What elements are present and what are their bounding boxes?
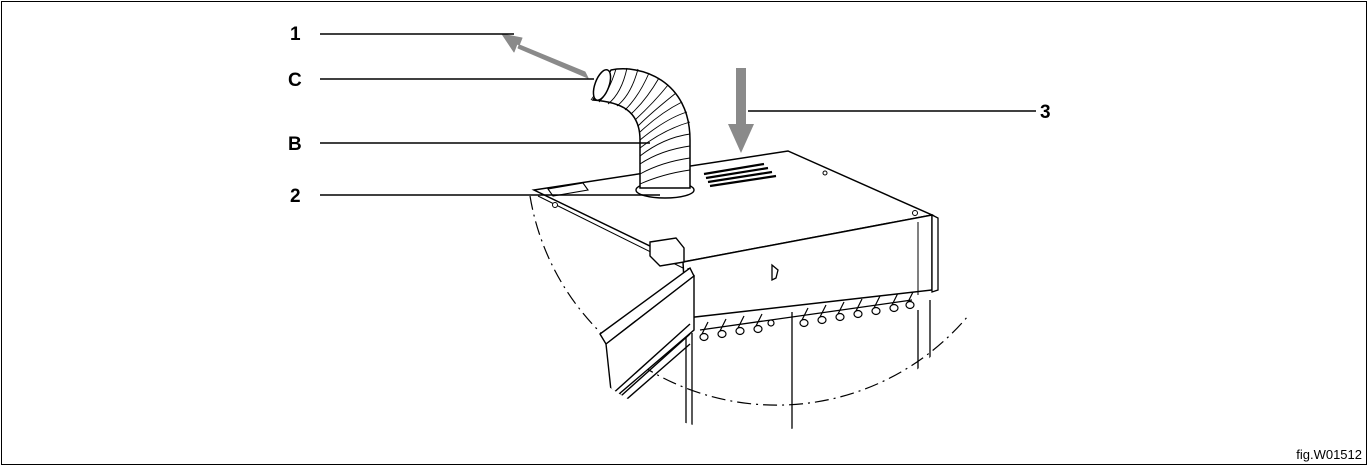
leader-lines <box>320 33 1036 196</box>
machine-body <box>531 150 939 432</box>
latch-icon <box>771 263 779 282</box>
intake-arrow <box>728 68 754 153</box>
callout-2: 2 <box>290 186 301 207</box>
callout-1: 1 <box>290 24 301 45</box>
exhaust-arrow <box>501 33 589 79</box>
flexible-duct <box>590 67 691 189</box>
duct-end <box>592 69 612 101</box>
callout-c: C <box>288 70 302 91</box>
door-panel <box>599 237 695 413</box>
figure-id: fig.W01512 <box>1296 447 1362 462</box>
detail-view-boundary <box>529 195 969 406</box>
callout-b: B <box>288 134 302 155</box>
roller-row <box>699 289 915 342</box>
air-inlet-grille <box>703 162 777 188</box>
callout-3: 3 <box>1040 102 1051 123</box>
hood-side-face <box>931 213 939 293</box>
